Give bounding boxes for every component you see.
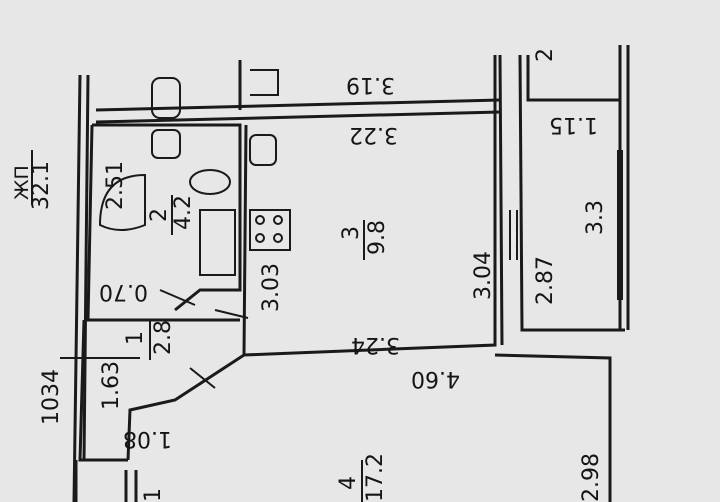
dim-total-length: 1034: [39, 369, 64, 425]
dim-3-03: 3.03: [259, 263, 284, 312]
sink-icon: [151, 129, 181, 159]
mark-1: 1: [141, 488, 166, 502]
stove-icon: [249, 209, 291, 251]
basin-icon: [249, 134, 277, 166]
bathtub-icon: [98, 173, 146, 231]
living-area-value: 32.1: [29, 161, 54, 210]
dim-3-04: 3.04: [471, 251, 496, 300]
dim-1-63: 1.63: [99, 361, 124, 410]
room-4-area: 17.2: [363, 453, 388, 502]
room-4-number: 4: [336, 476, 361, 490]
dim-2-87: 2.87: [533, 256, 558, 305]
room-2-number: 2: [147, 208, 172, 222]
fixture-top-icon: [250, 69, 279, 96]
dim-0-70: 0.70: [99, 279, 148, 304]
mark-2: 2: [533, 48, 558, 62]
dim-4-60: 4.60: [411, 366, 460, 391]
room-2-area: 4.2: [171, 195, 196, 230]
balcony-area: 3.3: [583, 200, 608, 235]
door-marks: [60, 289, 249, 389]
toilet-icon: [189, 169, 231, 195]
dim-2-51: 2.51: [103, 161, 128, 210]
window-icon: [509, 210, 518, 260]
room-1-number: 1: [123, 331, 148, 345]
kitchen-sink-icon: [199, 209, 236, 276]
living-area-label: ЖП: [11, 165, 33, 200]
room-3-number: 3: [339, 226, 364, 240]
fixtures: [60, 69, 518, 389]
room-3-area: 9.8: [365, 220, 390, 255]
dim-3-24: 3.24: [351, 332, 400, 357]
walls: [72, 45, 630, 502]
dim-3-22: 3.22: [349, 122, 398, 147]
bathtub-top: [151, 77, 181, 119]
dim-1-08: 1.08: [123, 426, 172, 451]
labels: ЖП 32.1 1034 3.19 3.22 1.15 2 2.51 2 4.2…: [11, 48, 608, 502]
dim-3-19: 3.19: [346, 72, 395, 97]
room-1-area: 2.8: [151, 320, 176, 355]
dim-2-98: 2.98: [579, 453, 604, 502]
dim-1-15: 1.15: [549, 112, 598, 137]
